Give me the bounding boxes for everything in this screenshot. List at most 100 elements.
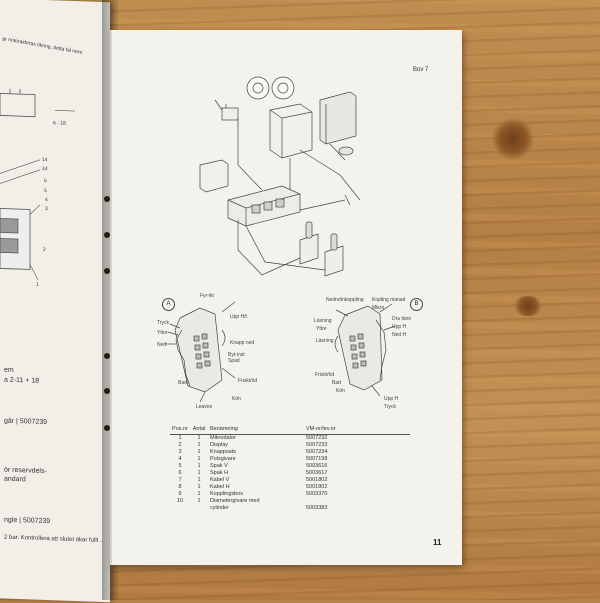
table-cell: cylinder (210, 505, 229, 511)
table-cell: 5007232 (306, 435, 328, 441)
binder-hole (104, 232, 110, 238)
table-cell: 5 (178, 463, 182, 469)
figure-a-label: Upp H/t (230, 314, 247, 320)
table-cell: 1 (197, 456, 201, 462)
table-row: 10 1 Diametergivare med (170, 498, 410, 505)
table-cell: Display (210, 442, 229, 448)
left-text-line: 5 (44, 187, 47, 195)
table-cell: 5001802 (306, 484, 328, 490)
wood-knot (512, 296, 544, 316)
table-row: 5 1 Spak V 5003616 (170, 463, 410, 470)
left-text-line: ör reservdels- (4, 466, 47, 476)
table-row: 1 1 Mikrodator 5007232 (170, 435, 410, 443)
figure-a-label: Leaves (196, 404, 213, 410)
table-row: 9 1 Kopplingsbox 5003370 (170, 491, 410, 498)
table-cell: 3 (178, 449, 182, 455)
table-cell: 2 (178, 442, 182, 448)
left-page-diagram (0, 88, 75, 280)
figure-a-label: Knapp ned (230, 340, 255, 346)
left-text-line: 6 - 18 (53, 120, 66, 127)
figure-b-label: Nedre/inkoppling (326, 297, 364, 303)
figure-a-label: Tryck (157, 320, 170, 326)
figure-a-label: Fyr-ikt (200, 293, 214, 299)
table-cell (304, 498, 410, 505)
figure-b-label: Upp H (392, 324, 407, 330)
table-cell: 9 (178, 491, 182, 497)
table-cell: 1 (197, 470, 201, 476)
table-cell: Kabel H (210, 484, 230, 490)
figure-a-label: Kön (232, 396, 241, 402)
table-cell: 5003617 (306, 470, 328, 476)
left-text-line: 1 (36, 281, 39, 288)
table-cell: Spak H (210, 470, 229, 476)
table-cell: Diametergivare med (210, 498, 260, 504)
table-cell: 1 (178, 435, 182, 441)
table-cell: Mikrodator (210, 435, 236, 441)
binder-hole (104, 196, 110, 202)
table-cell: Knappsats (210, 449, 236, 455)
table-cell: 5003383 (306, 505, 328, 511)
table-cell: 5003616 (306, 463, 328, 469)
column-header: Benämning (208, 425, 304, 435)
figure-a-label: Ned (157, 342, 167, 348)
figure-b-label: Yttre (316, 326, 327, 332)
figure-a-label: Yttre (157, 330, 168, 336)
table-cell: Spak V (210, 463, 228, 469)
figure-b-marker: B (410, 298, 423, 311)
wood-knot (492, 118, 534, 160)
table-cell: Pulsgivare (210, 456, 236, 462)
page-number: 11 (433, 538, 442, 547)
figure-a-marker: A (162, 298, 175, 311)
left-text-line: gâr | 5007239 (4, 417, 48, 427)
table-cell: 1 (197, 477, 201, 483)
table-row: 2 1 Display 5007233 (170, 442, 410, 449)
binder-hole (104, 388, 110, 394)
table-cell: 1 (197, 435, 201, 441)
table-cell: 8 (178, 484, 182, 490)
figure-b-label: Läsning (314, 318, 332, 324)
table-cell: 1 (197, 463, 201, 469)
table-cell: 1 (197, 498, 201, 504)
binder-hole (104, 353, 110, 359)
table-cell (170, 505, 190, 512)
figure-b-label: Dra tänn (392, 316, 412, 322)
table-cell: 7 (178, 477, 182, 483)
table-cell: 6 (178, 470, 182, 476)
left-text-line: 14 (42, 165, 48, 173)
figure-a-label: Byt-inst (228, 352, 245, 358)
table-cell (190, 505, 208, 512)
left-text-line: 4 (45, 197, 48, 204)
table-row: 6 1 Spak H 5003617 (170, 470, 410, 477)
table-cell: 5003370 (306, 491, 328, 497)
table-row: cylinder 5003383 (170, 505, 410, 512)
figure-a-label: Friskt/öd (238, 378, 258, 384)
left-text-line: 3 (45, 206, 48, 213)
table-cell: 1 (197, 484, 201, 490)
left-text-line: 2 (43, 246, 46, 254)
figure-b-label: Bad (332, 380, 341, 386)
binder-hole (104, 268, 110, 274)
table-cell: 1 (197, 449, 201, 455)
figure-a-label: Bad (178, 380, 187, 386)
figure-b-label: Friskt/öd (315, 372, 335, 378)
table-header-row: Pos.nr Antal Benämning VM-nr/lev.nr (170, 425, 410, 435)
table-cell: 5007233 (306, 442, 328, 448)
page-reference: Bov 7 (413, 67, 429, 73)
table-cell: Kopplingsbox (210, 491, 244, 497)
table-cell: 10 (176, 498, 184, 504)
column-header: Pos.nr (170, 425, 190, 435)
table-cell: 5001802 (306, 477, 328, 483)
left-text-line: a 2-11 + 18 (4, 376, 40, 385)
table-cell: 1 (197, 442, 201, 448)
left-text-line: andard (4, 475, 26, 484)
figure-a-label: Spad (228, 358, 240, 364)
table-cell: 1 (197, 491, 201, 497)
left-page: gr noteraideras öknng, detta fal nere 6 … (0, 0, 110, 603)
table-row: 8 1 Kabel H 5001802 (170, 484, 410, 491)
binder-hole (104, 425, 110, 431)
column-header: Antal (190, 425, 208, 435)
